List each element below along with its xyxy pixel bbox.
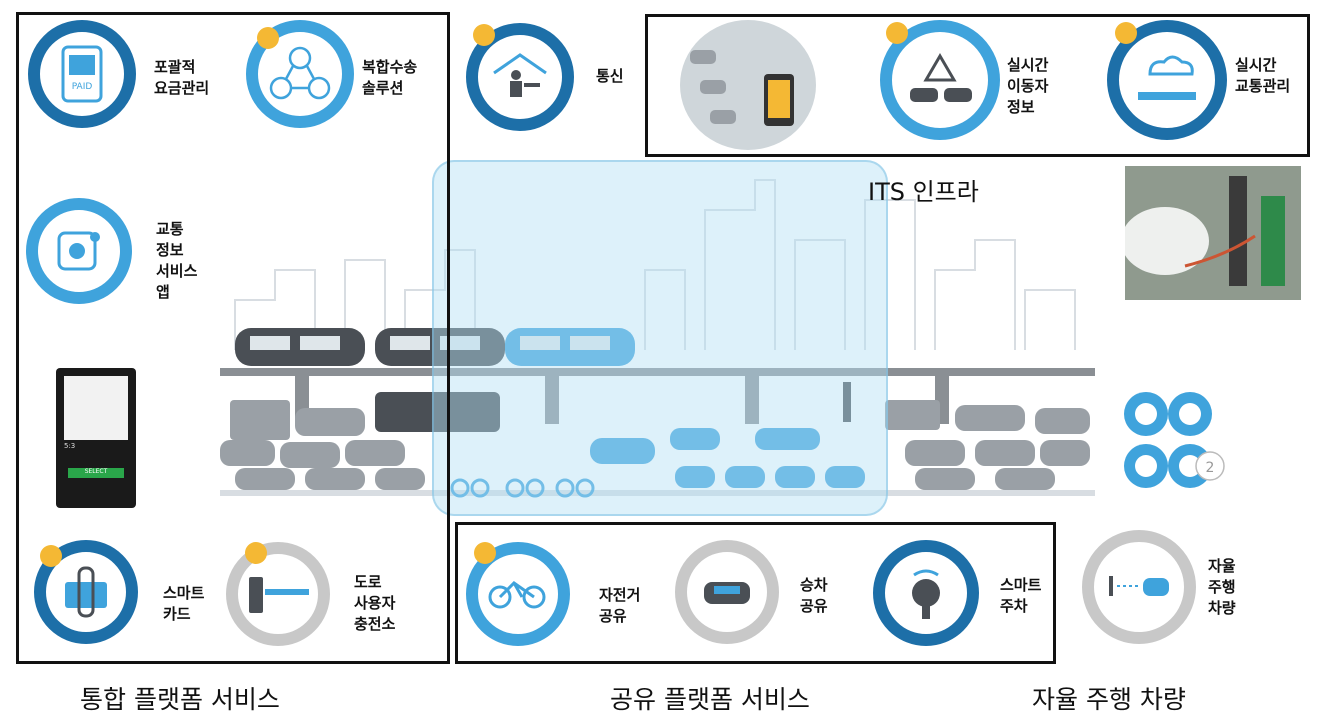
sharing-platform-box bbox=[455, 522, 1056, 664]
its-infra-label: ITS 인프라 bbox=[868, 178, 979, 206]
road bbox=[220, 490, 1095, 496]
smart-parking-label: 스마트 주차 bbox=[1000, 576, 1042, 615]
monorail-train bbox=[235, 328, 635, 366]
its-infra-box bbox=[645, 14, 1310, 157]
car-icon bbox=[704, 582, 750, 604]
sharing-platform-caption: 공유 플랫폼 서비스 bbox=[610, 685, 810, 714]
bike-share-label: 자전거 공유 bbox=[599, 586, 641, 625]
traffic-right bbox=[885, 400, 1090, 490]
comm-label: 통신 bbox=[596, 67, 624, 85]
ride-share-ring bbox=[675, 540, 779, 644]
integrated-platform-box bbox=[16, 12, 450, 664]
bike-share-accent-dot bbox=[474, 542, 496, 564]
svg-text:2: 2 bbox=[1206, 460, 1215, 476]
ev-charging-photo bbox=[1125, 166, 1301, 300]
traveler-info-accent-dot bbox=[886, 22, 908, 44]
autonomous-caption: 자율 주행 차량 bbox=[1032, 685, 1186, 714]
phone-select-button: SELECT bbox=[68, 468, 124, 478]
fare-ring: PAID bbox=[28, 20, 136, 128]
comm-accent-dot bbox=[473, 24, 495, 46]
home-office-icon bbox=[493, 53, 547, 97]
bike-icon bbox=[488, 581, 546, 609]
track-pillars bbox=[295, 376, 949, 424]
smartphone-photo: 5:3 SELECT bbox=[56, 368, 136, 508]
autonomous-car-icon bbox=[1109, 576, 1169, 596]
phone-time: 5:3 bbox=[64, 442, 76, 450]
shared-cars bbox=[590, 428, 865, 488]
cloud-icon bbox=[1138, 55, 1196, 100]
bus bbox=[375, 392, 500, 432]
road-charging-label: 도로 사용자 충전소 bbox=[354, 573, 396, 633]
traffic-app-label: 교통 정보 서비스 앱 bbox=[156, 220, 198, 301]
bikes bbox=[450, 478, 595, 498]
skyline bbox=[234, 179, 1076, 350]
fare-label: 포괄적 요금관리 bbox=[154, 58, 210, 97]
smart-parking-ring bbox=[873, 540, 979, 646]
autonomous-ring bbox=[1082, 530, 1196, 644]
hand-card-icon bbox=[65, 566, 107, 618]
multimodal-accent-dot bbox=[257, 27, 279, 49]
multimodal-label: 복합수송 솔루션 bbox=[362, 58, 418, 97]
road-charging-accent-dot bbox=[245, 542, 267, 564]
smart-card-accent-dot bbox=[40, 545, 62, 567]
center-glass-panel bbox=[432, 160, 888, 516]
smart-card-label: 스마트 카드 bbox=[163, 584, 205, 623]
traffic-mgmt-label: 실시간 교통관리 bbox=[1235, 56, 1291, 95]
svg-text:PAID: PAID bbox=[72, 82, 93, 92]
traffic-mgmt-accent-dot bbox=[1115, 22, 1137, 44]
traffic-app-ring bbox=[26, 198, 132, 304]
road-charging-ring bbox=[226, 542, 330, 646]
elevated-track bbox=[220, 368, 1095, 376]
parking-meter-icon bbox=[912, 569, 940, 619]
traffic-left bbox=[220, 400, 425, 490]
multimodal-icon bbox=[269, 46, 331, 100]
warning-icon bbox=[910, 53, 972, 102]
cogo-logo: 2 bbox=[1118, 384, 1228, 504]
charging-gate-icon bbox=[249, 577, 309, 613]
autonomous-label: 자율 주행 차량 bbox=[1208, 557, 1236, 617]
traveler-info-label: 실시간 이동자 정보 bbox=[1007, 56, 1049, 116]
smart-parking-photo bbox=[680, 20, 816, 150]
phone-fare-icon: PAID bbox=[61, 45, 103, 103]
ride-share-label: 승차 공유 bbox=[800, 576, 828, 615]
integrated-platform-caption: 통합 플랫폼 서비스 bbox=[80, 685, 280, 714]
map-pin-icon bbox=[57, 231, 100, 271]
traffic-light bbox=[843, 382, 851, 422]
city-illustration bbox=[220, 179, 1095, 498]
phone-map bbox=[64, 376, 128, 440]
